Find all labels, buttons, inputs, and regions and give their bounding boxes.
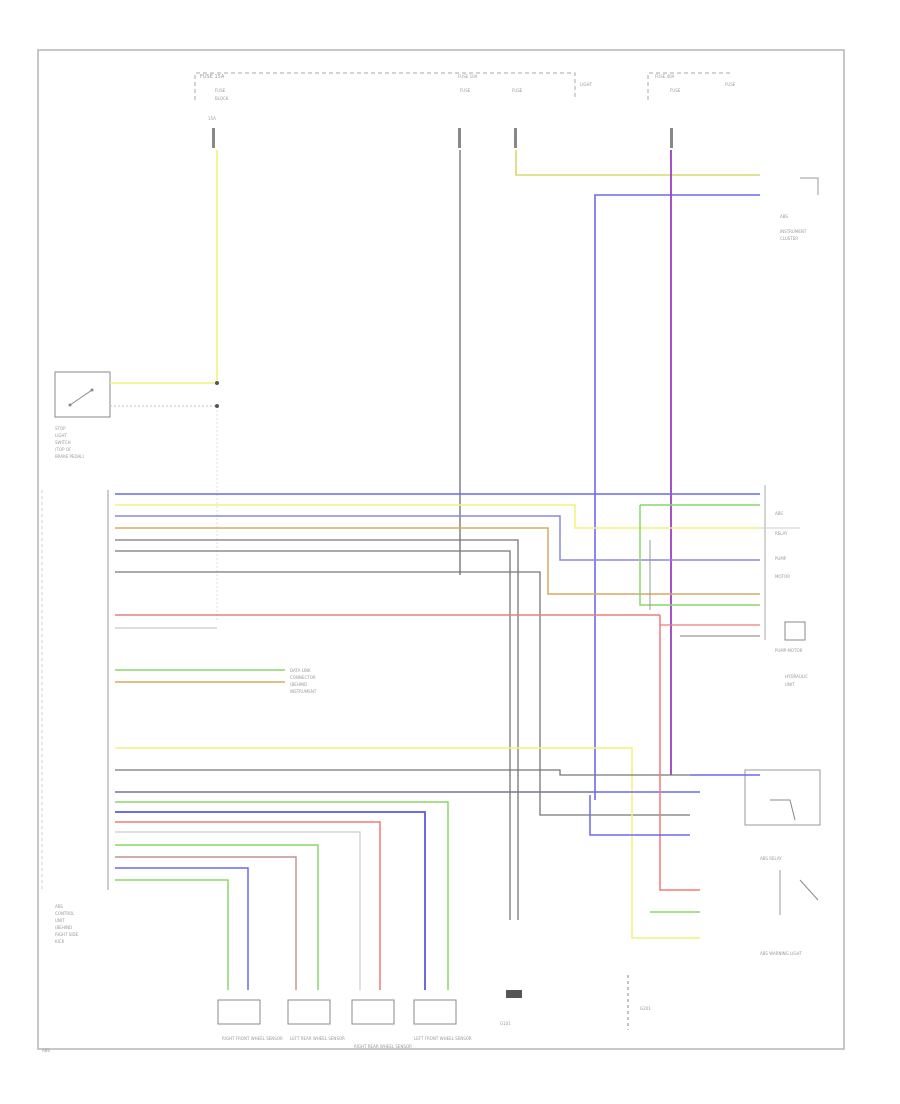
svg-text:INSTRUMENT: INSTRUMENT bbox=[780, 229, 807, 234]
svg-text:ABS: ABS bbox=[780, 214, 788, 219]
svg-text:BRAKE PEDAL): BRAKE PEDAL) bbox=[55, 454, 84, 459]
abs-pin-wires bbox=[115, 493, 760, 939]
svg-text:(BEHIND: (BEHIND bbox=[55, 925, 72, 930]
svg-text:G101: G101 bbox=[500, 1021, 511, 1026]
svg-text:SWITCH: SWITCH bbox=[55, 440, 71, 445]
svg-text:ABS: ABS bbox=[55, 904, 63, 909]
diagram-border bbox=[37, 49, 845, 1050]
ground-right: G201 bbox=[627, 975, 651, 1030]
wheel-sensor-front-right: LEFT FRONT WHEEL SENSOR bbox=[413, 999, 472, 1041]
wire-blue-top bbox=[594, 194, 760, 800]
svg-text:FUSE: FUSE bbox=[460, 88, 471, 93]
svg-text:LIGHT: LIGHT bbox=[580, 82, 593, 87]
wire-yel-top bbox=[515, 150, 760, 176]
svg-text:ABS RELAY: ABS RELAY bbox=[760, 856, 782, 861]
svg-text:FUSE 15A: FUSE 15A bbox=[200, 74, 225, 80]
svg-text:STOP: STOP bbox=[55, 426, 66, 431]
brake-light-switch: STOP LIGHT SWITCH (TOP OF BRAKE PEDAL) bbox=[54, 371, 219, 620]
svg-text:CLUSTER: CLUSTER bbox=[780, 236, 798, 241]
svg-text:FUSE: FUSE bbox=[512, 88, 523, 93]
svg-text:PUMP MOTOR: PUMP MOTOR bbox=[775, 648, 803, 653]
svg-text:HYDRAULIC: HYDRAULIC bbox=[785, 674, 808, 679]
svg-text:MOTOR: MOTOR bbox=[775, 574, 790, 579]
svg-text:RIGHT REAR WHEEL SENSOR: RIGHT REAR WHEEL SENSOR bbox=[354, 1044, 412, 1049]
svg-text:G201: G201 bbox=[640, 1006, 651, 1011]
svg-text:PUMP: PUMP bbox=[775, 556, 787, 561]
instrument-cluster-top: ABS INSTRUMENT CLUSTER bbox=[780, 177, 819, 241]
fuse-box-left: FUSE 15A FUSE BLOCK 15A bbox=[194, 72, 576, 148]
svg-text:LEFT FRONT WHEEL SENSOR: LEFT FRONT WHEEL SENSOR bbox=[414, 1036, 472, 1041]
svg-text:(BEHIND: (BEHIND bbox=[290, 682, 307, 687]
abs-relay-lower: ABS RELAY ABS WARNING LIGHT bbox=[744, 769, 821, 956]
svg-text:CONTROL: CONTROL bbox=[55, 911, 75, 916]
abs-relay-upper: ABS RELAY PUMP MOTOR PUMP MOTOR HYDRAULI… bbox=[760, 485, 808, 687]
svg-text:(TOP OF: (TOP OF bbox=[55, 447, 72, 452]
fuse-box-mid: FUSE 10A FUSE FUSE LIGHT bbox=[458, 74, 593, 148]
svg-text:UNIT: UNIT bbox=[55, 918, 65, 923]
abs-control-unit-label: ABS CONTROL UNIT (BEHIND RIGHT SIDE KICK bbox=[55, 904, 79, 944]
svg-text:KICK: KICK bbox=[55, 939, 65, 944]
svg-text:ABS: ABS bbox=[775, 511, 783, 516]
svg-text:LIGHT: LIGHT bbox=[55, 433, 68, 438]
ground-center: G101 bbox=[500, 990, 522, 1026]
wheel-sensor-rear-right: RIGHT REAR WHEEL SENSOR bbox=[351, 999, 412, 1049]
svg-text:LEFT REAR WHEEL SENSOR: LEFT REAR WHEEL SENSOR bbox=[290, 1036, 345, 1041]
svg-text:DATA LINK: DATA LINK bbox=[290, 668, 311, 673]
svg-text:INSTRUMENT: INSTRUMENT bbox=[290, 689, 317, 694]
svg-text:RELAY: RELAY bbox=[775, 531, 788, 536]
svg-text:BLOCK: BLOCK bbox=[215, 96, 229, 101]
wheel-sensor-front-left: RIGHT FRONT WHEEL SENSOR bbox=[217, 999, 283, 1041]
data-link-connector: DATA LINK CONNECTOR (BEHIND INSTRUMENT bbox=[290, 668, 317, 694]
svg-text:15A: 15A bbox=[208, 116, 216, 121]
svg-text:ABS: ABS bbox=[42, 1048, 50, 1053]
wheel-sensor-wires bbox=[115, 801, 449, 990]
svg-text:CONNECTOR: CONNECTOR bbox=[290, 675, 316, 680]
svg-text:FUSE: FUSE bbox=[670, 88, 681, 93]
svg-text:FUSE: FUSE bbox=[215, 88, 226, 93]
svg-text:RIGHT SIDE: RIGHT SIDE bbox=[55, 932, 79, 937]
svg-text:UNIT: UNIT bbox=[785, 682, 795, 687]
fuse-box-right: FUSE 40A FUSE FUSE bbox=[647, 72, 736, 148]
svg-text:ABS WARNING LIGHT: ABS WARNING LIGHT bbox=[760, 951, 803, 956]
svg-text:RIGHT FRONT WHEEL SENSOR: RIGHT FRONT WHEEL SENSOR bbox=[222, 1036, 283, 1041]
svg-text:FUSE 40A: FUSE 40A bbox=[655, 74, 675, 79]
svg-text:FUSE: FUSE bbox=[725, 82, 736, 87]
svg-text:FUSE 10A: FUSE 10A bbox=[458, 74, 478, 79]
wheel-sensor-rear-left: LEFT REAR WHEEL SENSOR bbox=[287, 999, 345, 1041]
